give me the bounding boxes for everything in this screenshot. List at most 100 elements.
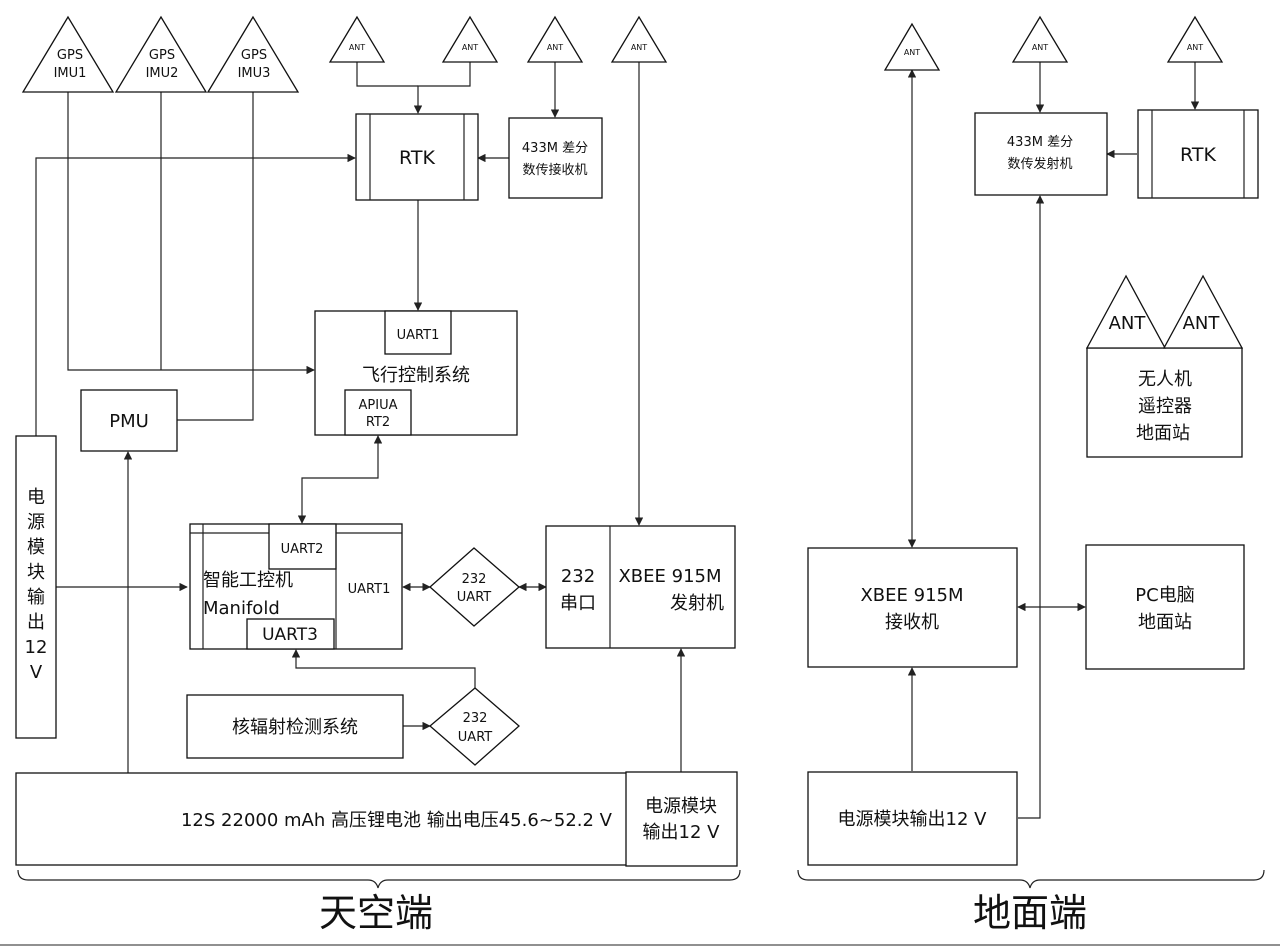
- ground-power-module: 电源模块输出12 V: [807, 771, 1018, 866]
- connection-lines: [35, 62, 1200, 819]
- svg-text:飞行控制系统: 飞行控制系统: [362, 365, 470, 386]
- wire-ground-power-to-433: [1018, 195, 1045, 819]
- battery: 12S 22000 mAh 高压锂电池 输出电压45.6~52.2 V: [15, 772, 737, 866]
- svg-text:12: 12: [25, 637, 48, 658]
- svg-text:ANT: ANT: [1109, 313, 1147, 334]
- svg-text:UART3: UART3: [262, 625, 318, 645]
- svg-text:电: 电: [27, 487, 45, 508]
- svg-text:电源模块: 电源模块: [645, 796, 717, 817]
- power-module-vertical: 电 源 模 块 输 出 12 V: [15, 435, 57, 739]
- svg-text:IMU2: IMU2: [146, 66, 179, 81]
- rs232-converter-top: 232 UART: [429, 547, 520, 627]
- svg-text:地面站: 地面站: [1136, 423, 1190, 444]
- svg-text:APIUA: APIUA: [359, 398, 398, 413]
- serial-232-port: 232: [561, 566, 595, 587]
- svg-text:UART: UART: [457, 590, 491, 605]
- ground-ant-rtk: ANT: [1166, 15, 1224, 63]
- manifold-computer: UART2 UART1 智能工控机 Manifold UART3: [189, 523, 403, 650]
- wire-gps-imu3-to-pmu: [177, 92, 254, 421]
- svg-text:输出12 V: 输出12 V: [643, 822, 721, 843]
- svg-text:ANT: ANT: [1183, 313, 1221, 334]
- power-module-12v: 电源模块 输出12 V: [625, 771, 738, 867]
- gps-imu-2-antenna: GPS IMU2: [114, 15, 208, 93]
- ant-antenna-4: ANT: [610, 15, 668, 63]
- svg-text:12S 22000 mAh 高压锂电池 输出电压45.6~5: 12S 22000 mAh 高压锂电池 输出电压45.6~52.2 V: [181, 810, 613, 831]
- svg-text:V: V: [30, 662, 43, 683]
- svg-text:IMU1: IMU1: [54, 66, 87, 81]
- svg-text:电源模块输出12 V: 电源模块输出12 V: [838, 809, 988, 830]
- svg-text:GPS: GPS: [149, 48, 175, 63]
- remote-controller-station: ANT ANT 无人机 遥控器 地面站: [1085, 274, 1244, 458]
- svg-text:UART1: UART1: [397, 328, 440, 343]
- wire-ant2-to-rtk: [413, 62, 471, 114]
- svg-text:核辐射检测系统: 核辐射检测系统: [232, 717, 358, 738]
- ground-side-label: 地面端: [973, 891, 1087, 935]
- svg-text:XBEE 915M: XBEE 915M: [860, 585, 963, 606]
- svg-text:数传发射机: 数传发射机: [1007, 156, 1072, 172]
- wire-apiuart2-manifold: [297, 435, 383, 524]
- svg-text:ANT: ANT: [904, 48, 920, 57]
- air-side-label: 天空端: [319, 891, 433, 935]
- svg-text:源: 源: [27, 512, 45, 533]
- xbee-transmitter: 232 串口 XBEE 915M 发射机: [545, 525, 736, 649]
- svg-text:ANT: ANT: [1187, 43, 1203, 52]
- svg-text:UART2: UART2: [281, 542, 324, 557]
- svg-text:无人机: 无人机: [1138, 369, 1192, 390]
- svg-text:PMU: PMU: [109, 411, 149, 432]
- svg-text:GPS: GPS: [57, 48, 83, 63]
- gps-imu-1-antenna: GPS IMU1: [21, 15, 115, 93]
- svg-text:遥控器: 遥控器: [1138, 396, 1192, 417]
- svg-text:地面站: 地面站: [1138, 612, 1192, 633]
- wire-232-to-uart3: [291, 649, 476, 688]
- rtk-module: RTK: [355, 113, 479, 201]
- svg-text:块: 块: [27, 562, 45, 583]
- svg-text:串口: 串口: [560, 593, 596, 614]
- svg-text:RT2: RT2: [366, 415, 390, 430]
- fc-apiuart2-port: [344, 389, 412, 436]
- pmu: PMU: [80, 389, 178, 452]
- ground-ant-433: ANT: [1011, 15, 1069, 63]
- svg-text:PC电脑: PC电脑: [1135, 585, 1194, 606]
- fc-uart1-port: [384, 310, 452, 355]
- svg-text:数传接收机: 数传接收机: [522, 162, 587, 178]
- ant-antenna-1: ANT: [328, 15, 386, 63]
- svg-text:接收机: 接收机: [885, 612, 939, 633]
- flight-controller: UART1 飞行控制系统 APIUA RT2: [314, 310, 518, 436]
- svg-text:232: 232: [463, 711, 488, 726]
- svg-text:ANT: ANT: [1032, 43, 1048, 52]
- xbee-receiver: XBEE 915M 接收机: [807, 547, 1018, 668]
- svg-text:Manifold: Manifold: [203, 598, 280, 619]
- pc-ground-station: PC电脑 地面站: [1085, 544, 1245, 670]
- wire-ant1-to-rtk: [356, 62, 418, 87]
- ant-antenna-2: ANT: [441, 15, 499, 63]
- svg-text:433M 差分: 433M 差分: [1007, 135, 1073, 150]
- svg-text:UART1: UART1: [348, 582, 391, 597]
- svg-text:RTK: RTK: [1180, 144, 1216, 166]
- air-side-brace: 天空端: [17, 869, 741, 935]
- svg-text:出: 出: [27, 612, 45, 633]
- 433m-transmitter: 433M 差分 数传发射机: [974, 112, 1108, 196]
- svg-text:ANT: ANT: [349, 43, 365, 52]
- radiation-detection-system: 核辐射检测系统: [186, 694, 404, 759]
- svg-text:发射机: 发射机: [670, 593, 724, 614]
- ant-antenna-3: ANT: [526, 15, 584, 63]
- ground-side-brace: 地面端: [797, 869, 1265, 935]
- svg-text:ANT: ANT: [462, 43, 478, 52]
- svg-text:RTK: RTK: [399, 147, 435, 169]
- svg-text:433M 差分: 433M 差分: [522, 141, 588, 156]
- rs232-converter-bottom: 232 UART: [429, 687, 520, 766]
- 433m-receiver: 433M 差分 数传接收机: [508, 117, 603, 199]
- svg-text:模: 模: [27, 537, 45, 558]
- svg-text:ANT: ANT: [631, 43, 647, 52]
- svg-text:UART: UART: [458, 730, 492, 745]
- svg-text:输: 输: [27, 587, 45, 608]
- gps-imu-3-antenna: GPS IMU3: [206, 15, 300, 93]
- svg-text:智能工控机: 智能工控机: [203, 570, 293, 591]
- svg-text:ANT: ANT: [547, 43, 563, 52]
- wire-gps-imu1-to-fc: [67, 92, 315, 375]
- svg-text:XBEE 915M: XBEE 915M: [618, 566, 721, 587]
- wire-power-to-rtk: [35, 153, 356, 436]
- svg-text:GPS: GPS: [241, 48, 267, 63]
- ground-ant-xbee: ANT: [883, 22, 941, 71]
